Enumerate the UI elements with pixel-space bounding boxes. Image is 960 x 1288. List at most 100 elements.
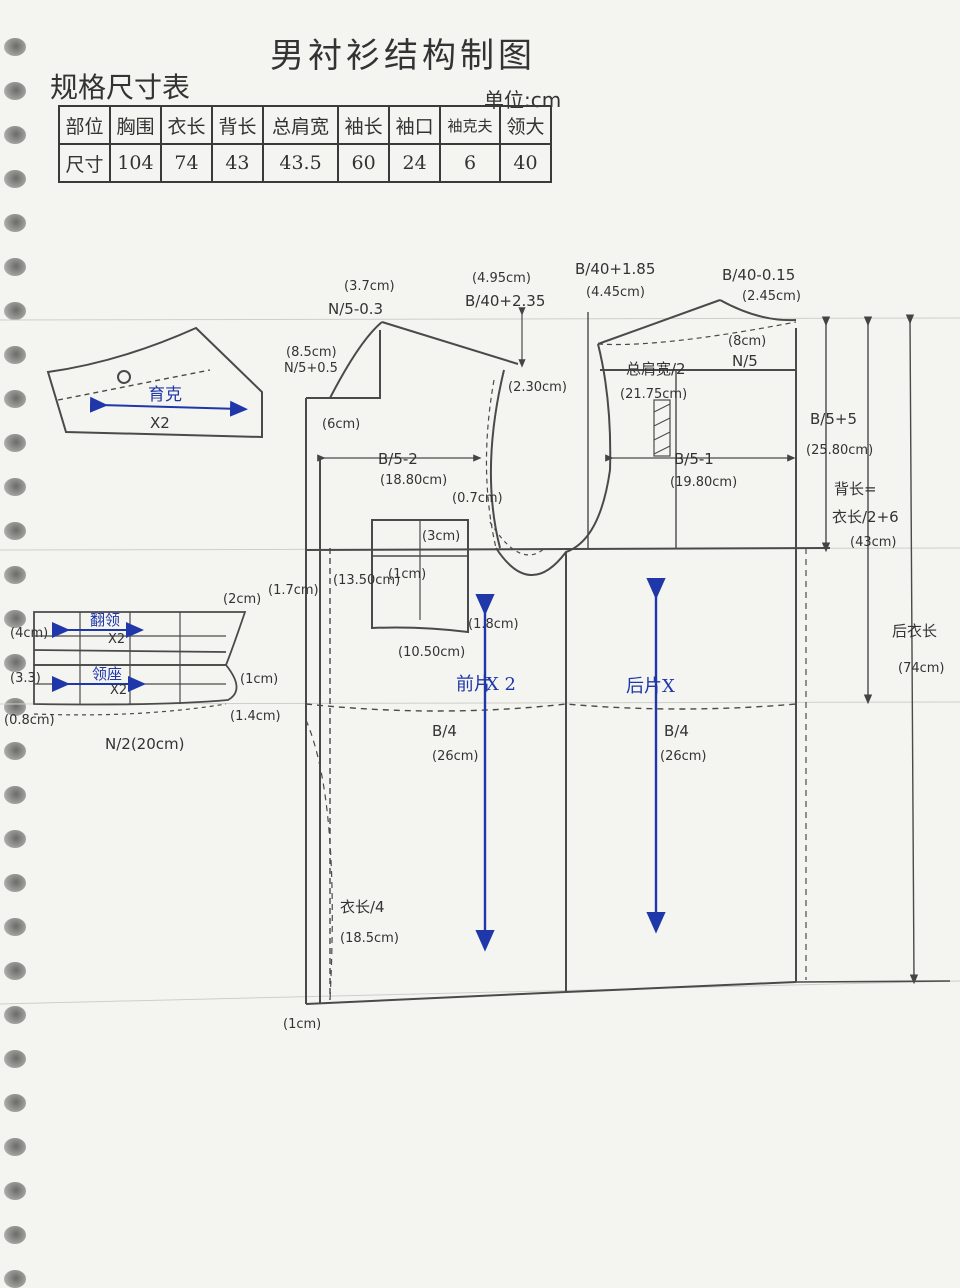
underarm-dash [489,521,546,556]
hatch-line [653,417,671,427]
header-cell: 部位 [58,105,111,145]
front-label: (10.50cm) [398,645,465,660]
header-cell: 袖克夫 [439,105,501,145]
value-cell: 43.5 [261,143,340,183]
header-cell: 衣长 [159,105,213,145]
front-shoulder-line [381,321,519,365]
back-label: B/5-1 [674,450,714,468]
binding-hole [4,654,26,672]
collar-outline [33,611,247,666]
button-mark [117,370,131,384]
header-cell: 领大 [498,105,553,145]
front-hem-line [305,991,567,1005]
value-cell: 104 [108,143,162,183]
header-cell: 总肩宽 [261,105,340,145]
binding-hole [4,874,26,892]
front-label: 衣长/4 [340,898,385,916]
binding-hole [4,918,26,936]
back-label: (2.45cm) [742,289,801,304]
back-label: B/4 [664,722,689,740]
front-label: (26cm) [432,749,479,764]
back-shoulder-line [597,299,721,345]
front-label: B/5-2 [378,450,418,468]
collar-dim: (2cm) [223,592,261,607]
guide-line-shoulder [0,317,960,321]
spec-table-title: 规格尺寸表 [50,71,191,104]
yoke-count: X2 [150,414,170,432]
value-cell: 43 [210,143,264,183]
back-label: (21.75cm) [620,387,687,402]
back-label: 衣长/2+6 [832,508,899,526]
front-label: N/5+0.5 [284,361,338,376]
yoke-outline [46,326,263,439]
front-grain-count: X 2 [486,674,516,695]
spec-header-row: 部位 胸围 衣长 背长 总肩宽 袖长 袖口 袖克夫 领大 [58,105,553,145]
back-label: (25.80cm) [806,443,873,458]
stand-count: X2 [110,683,127,698]
binding-hole [4,1050,26,1068]
front-label: (4.95cm) [472,271,531,286]
back-label: 后衣长 [892,622,937,640]
body-block [305,299,951,1005]
front-label: N/5-0.3 [328,300,383,318]
binding-hole [4,346,26,364]
back-label: (19.80cm) [670,475,737,490]
front-label: B/40+2.35 [465,292,545,310]
yoke-center-line [57,369,211,401]
front-label: (18.80cm) [380,473,447,488]
chest-pocket [371,519,469,634]
binding-hole [4,1182,26,1200]
back-label: (43cm) [850,535,897,550]
front-side-dash [305,719,333,1001]
collar-dash-line [33,703,227,716]
back-label: 总肩宽/2 [626,360,686,378]
binding-hole [4,390,26,408]
front-label: (1.8cm) [468,617,519,632]
back-label: B/40+1.85 [575,260,655,278]
back-label: (74cm) [898,661,945,676]
front-label: (3cm) [422,529,460,544]
row-label: 尺寸 [58,143,111,183]
collar-width-label: N/2(20cm) [105,735,184,753]
collar-dim: (3.3) [10,671,41,686]
front-label: (18.5cm) [340,931,399,946]
hatch-line [653,403,671,413]
binding-hole [4,1006,26,1024]
binding-hole [4,698,26,716]
header-cell: 背长 [210,105,264,145]
back-grain-count: X [662,676,675,697]
binding-hole [4,962,26,980]
binding-hole [4,478,26,496]
binding-hole [4,82,26,100]
binding-hole [4,830,26,848]
back-label: (8cm) [728,334,766,349]
front-label: (1cm) [283,1017,321,1032]
chest-line [305,547,831,551]
back-label: B/5+5 [810,410,857,428]
binding-hole [4,522,26,540]
collar-pieces [33,611,247,716]
binding-hole [4,566,26,584]
spec-value-row: 尺寸 104 74 43 43.5 60 24 6 40 [58,143,553,183]
front-label: (3.7cm) [344,279,395,294]
total-length-dim [905,314,919,985]
yoke-label: 育克 [148,385,182,405]
front-label: (13.50cm) [333,573,400,588]
header-cell: 胸围 [108,105,162,145]
front-label: (8.5cm) [286,345,337,360]
back-label: (26cm) [660,749,707,764]
binding-hole [4,170,26,188]
front-armhole [489,369,505,549]
underarm-curve [495,469,611,576]
collar-dim: (1.4cm) [230,709,281,724]
binding-hole [4,742,26,760]
collar-dim: (1cm) [240,672,278,687]
front-label: (1cm) [388,567,426,582]
yoke-grain-arrow [89,396,248,417]
hatch-line [653,445,671,455]
binding-hole [4,214,26,232]
binding-hole [4,1226,26,1244]
binding-hole [4,1138,26,1156]
front-grain-label: 前片 [456,674,492,695]
